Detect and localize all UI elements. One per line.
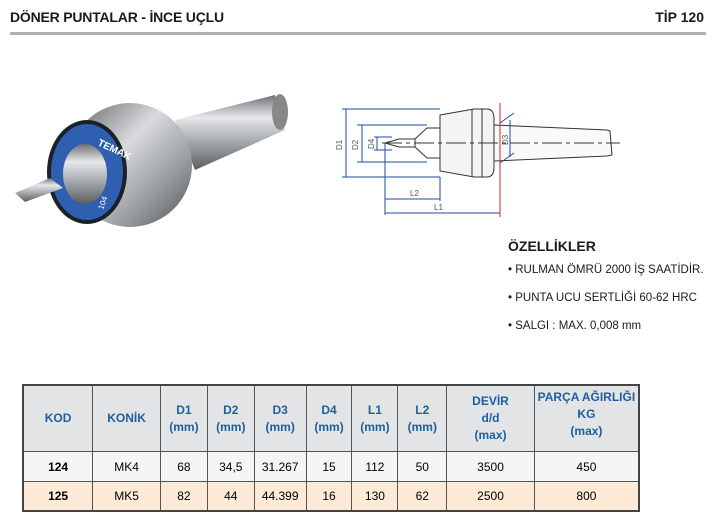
- col-l1: L1(mm): [351, 384, 399, 452]
- technical-drawing: D1 D2 D4 D3 L2 L1: [335, 103, 620, 217]
- cell-devir: 2500: [446, 481, 535, 512]
- cell-d2: 44: [206, 481, 255, 512]
- col-konik: KONİK: [92, 384, 161, 452]
- live-center-photo: TEMAK 104: [15, 94, 288, 227]
- cell-l1: 130: [351, 481, 399, 512]
- label-l2: L2: [410, 189, 419, 198]
- col-d2: D2(mm): [206, 384, 255, 452]
- cell-d2: 34,5: [206, 451, 255, 482]
- header-divider: [10, 32, 706, 35]
- table-header-row: KOD KONİK D1(mm) D2(mm) D3(mm) D4(mm) L1…: [22, 384, 640, 452]
- table-row: 125 MK5 82 44 44.399 16 130 62 2500 800: [22, 481, 640, 512]
- ring-code: 104: [96, 195, 109, 211]
- cell-weight: 450: [533, 451, 640, 482]
- cell-l2: 62: [397, 481, 448, 512]
- cell-kod: 125: [22, 481, 94, 512]
- page-title: DÖNER PUNTALAR - İNCE UÇLU: [10, 9, 224, 25]
- cell-konik: MK5: [92, 481, 161, 512]
- label-l1: L1: [434, 203, 443, 212]
- cell-weight: 800: [533, 481, 640, 512]
- cell-d3: 31.267: [253, 451, 307, 482]
- feature-item: PUNTA UCU SERTLİĞİ 60-62 HRC: [508, 292, 704, 304]
- label-d3: D3: [501, 134, 510, 145]
- cell-d4: 15: [305, 451, 353, 482]
- cell-l1: 112: [351, 451, 399, 482]
- cell-konik: MK4: [92, 451, 161, 482]
- features-title: ÖZELLİKLER: [508, 238, 596, 254]
- col-d3: D3(mm): [253, 384, 307, 452]
- features-section: ÖZELLİKLER RULMAN ÖMRÜ 2000 İŞ SAATİDİR.…: [508, 238, 704, 348]
- cell-d1: 68: [159, 451, 208, 482]
- cell-devir: 3500: [446, 451, 535, 482]
- table-row: 124 MK4 68 34,5 31.267 15 112 50 3500 45…: [22, 451, 640, 482]
- cell-d1: 82: [159, 481, 208, 512]
- feature-item: RULMAN ÖMRÜ 2000 İŞ SAATİDİR.: [508, 264, 703, 276]
- cell-kod: 124: [22, 451, 94, 482]
- type-label: TİP 120: [655, 9, 704, 25]
- cell-d3: 44.399: [253, 481, 307, 512]
- col-d4: D4(mm): [305, 384, 353, 452]
- col-l2: L2(mm): [397, 384, 448, 452]
- col-d1: D1(mm): [159, 384, 208, 452]
- label-d1: D1: [335, 139, 344, 150]
- label-d2: D2: [351, 139, 360, 150]
- col-kod: KOD: [22, 384, 94, 452]
- feature-item: SALGI : MAX. 0,008 mm: [508, 320, 704, 332]
- cell-d4: 16: [305, 481, 353, 512]
- cell-l2: 50: [397, 451, 448, 482]
- label-d4: D4: [367, 138, 376, 149]
- spec-table: KOD KONİK D1(mm) D2(mm) D3(mm) D4(mm) L1…: [22, 384, 640, 512]
